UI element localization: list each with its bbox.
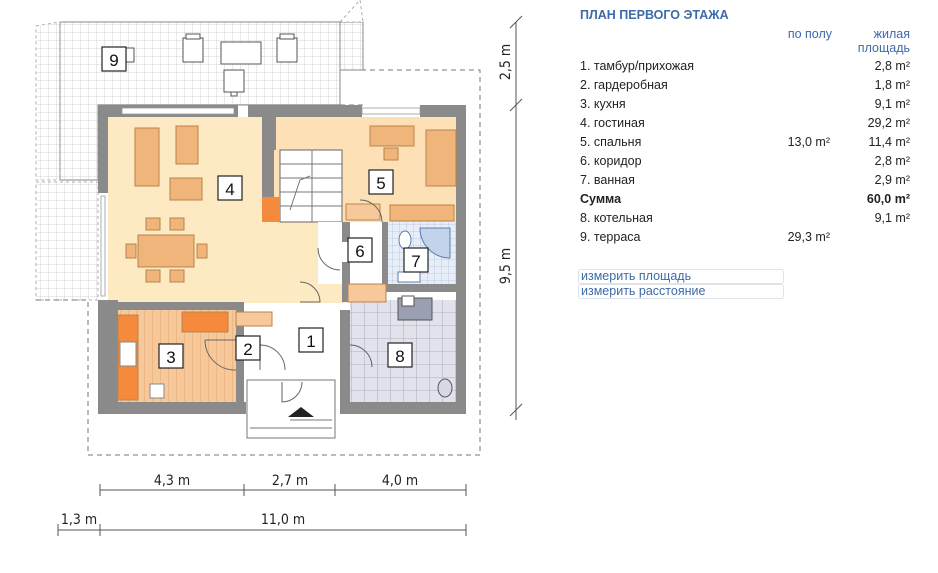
measure-distance-button[interactable]: измерить расстояние — [578, 284, 784, 299]
column-header-floor: по полу — [787, 27, 832, 41]
room-label-4: 4 — [225, 180, 234, 199]
room-labels: 9 4 5 6 7 3 2 1 8 — [101, 46, 429, 369]
dim-label-right: 9,5 m — [498, 248, 514, 284]
windows — [100, 107, 421, 297]
room-label-2: 2 — [243, 340, 252, 359]
dimension-labels: 2,5 m 9,5 m 4,3 m 2,7 m 4,0 m 1,3 m 11,0… — [61, 44, 514, 528]
kitchen-fixtures — [117, 311, 229, 401]
bedroom-furniture — [345, 125, 457, 222]
room-label-1: 1 — [306, 332, 315, 351]
column-header-living: жилая площадь — [857, 27, 910, 55]
room-label-8: 8 — [395, 347, 404, 366]
bathroom-fixtures — [397, 227, 451, 283]
dim-label-seg3: 4,0 m — [382, 473, 418, 489]
room-label-5: 5 — [376, 174, 385, 193]
room-label-6: 6 — [355, 242, 364, 261]
staircase — [280, 150, 342, 222]
living-furniture — [125, 125, 208, 283]
floor-plan: 9 4 5 6 7 3 2 1 8 2,5 m — [35, 0, 523, 536]
entrance-arrow-icon — [288, 407, 314, 417]
dim-label-seg2: 2,7 m — [272, 473, 308, 489]
entry-details — [204, 199, 383, 403]
dim-label-top-right: 2,5 m — [498, 44, 514, 80]
room-label-3: 3 — [166, 348, 175, 367]
terrace-furniture — [117, 33, 298, 97]
room-label-7: 7 — [411, 252, 420, 271]
porch-steps — [250, 419, 332, 429]
fireplace — [262, 197, 280, 222]
dimension-lines — [57, 15, 523, 536]
dim-label-seg1: 4,3 m — [154, 473, 190, 489]
room-label-9: 9 — [109, 51, 118, 70]
corridor-cabinet — [347, 283, 387, 303]
dim-label-left-small: 1,3 m — [61, 512, 97, 528]
panel-title: ПЛАН ПЕРВОГО ЭТАЖА — [580, 8, 729, 22]
dim-label-total: 11,0 m — [261, 512, 305, 528]
boiler-fixtures — [397, 295, 453, 398]
measure-area-button[interactable]: измерить площадь — [578, 269, 784, 284]
